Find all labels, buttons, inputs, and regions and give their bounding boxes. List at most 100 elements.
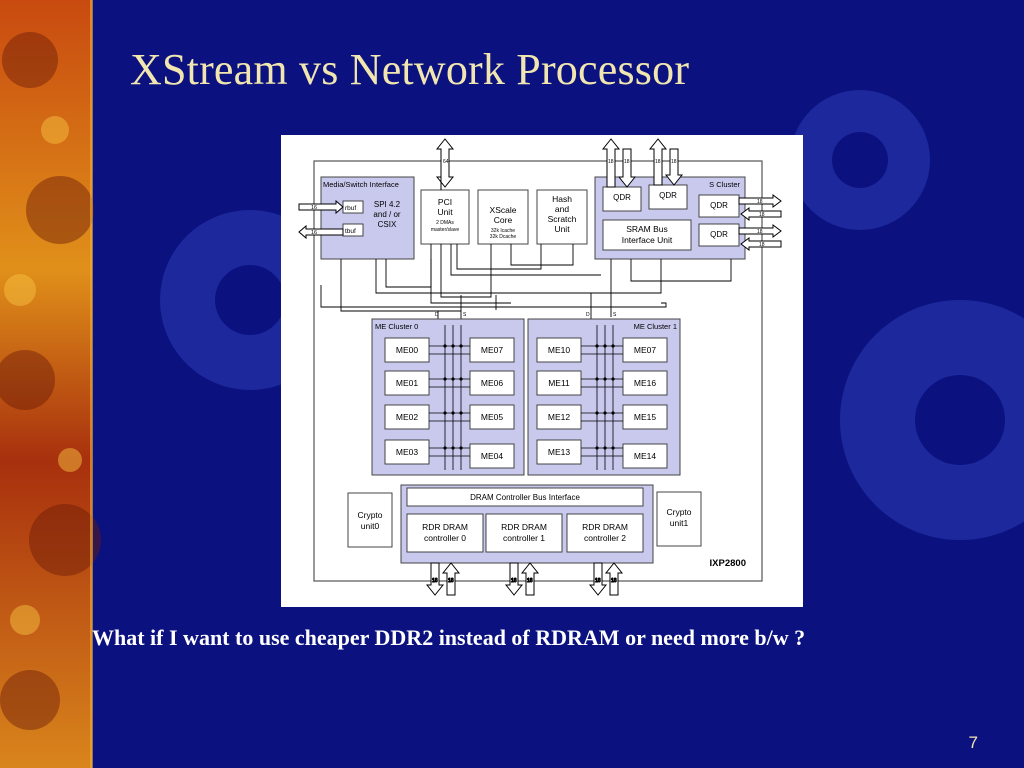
qdr-side-arrows xyxy=(738,194,782,251)
pci-label-4: master/slave xyxy=(431,227,460,233)
pci-bus-width: 64 xyxy=(443,159,449,165)
msf-bus-width-in: 16 xyxy=(311,205,317,211)
me-label: ME15 xyxy=(634,412,656,422)
tbuf-label: tbuf xyxy=(345,228,356,235)
me-label: ME05 xyxy=(481,412,503,422)
crypto-unit-0: Crypto unit0 xyxy=(347,492,393,548)
crypto-unit-1: Crypto unit1 xyxy=(656,491,702,547)
me-box xyxy=(536,439,582,465)
me-box xyxy=(622,443,668,469)
dram-controller-box xyxy=(406,513,484,553)
bus-label-d-1: D xyxy=(586,312,590,318)
sram-label-1: SRAM Bus xyxy=(626,224,668,234)
pci-label-1: PCI xyxy=(438,197,452,207)
qdr-label-4: QDR xyxy=(710,230,728,239)
me-label: ME01 xyxy=(396,378,418,388)
me-cluster-1-title: ME Cluster 1 xyxy=(634,322,677,331)
ixp2800-block-diagram: Media/Switch Interface SPI 4.2 and / or … xyxy=(281,135,803,607)
me-label: ME07 xyxy=(634,345,656,355)
xscale-label-3: 32k Icache xyxy=(491,228,515,234)
dram-bus-width: 18 xyxy=(527,578,533,584)
dram-controller-label-1: RDR DRAM xyxy=(501,522,547,532)
crypto1-label-1: Crypto xyxy=(666,507,691,517)
dram-controller-label-2: controller 2 xyxy=(584,533,626,543)
me-box xyxy=(384,404,430,430)
me-box xyxy=(469,370,515,396)
qdr-side-width-2: 18 xyxy=(759,212,765,218)
xscale-label-4: 32k Dcache xyxy=(490,234,517,240)
slide-title: XStream vs Network Processor xyxy=(130,45,690,94)
dram-controller-box xyxy=(566,513,644,553)
s-cluster: S Cluster QDR QDR QDR QDR SRAM Bus Inter… xyxy=(594,176,746,260)
me-box xyxy=(536,404,582,430)
me-box xyxy=(622,404,668,430)
me-bus-lines xyxy=(429,325,623,470)
me-label: ME12 xyxy=(548,412,570,422)
me-label: ME16 xyxy=(634,378,656,388)
dram-controller-label-1: RDR DRAM xyxy=(582,522,628,532)
spi-label-1: SPI 4.2 xyxy=(374,200,401,209)
msf-bus-width-out: 16 xyxy=(311,230,317,236)
me-box xyxy=(469,337,515,363)
qdr-bus-arrows xyxy=(601,138,684,188)
me-label: ME11 xyxy=(548,378,570,388)
s-cluster-title: S Cluster xyxy=(709,180,740,189)
dram-bus-width: 18 xyxy=(448,578,454,584)
spi-label-3: CSIX xyxy=(378,220,397,229)
qdr-bus-width-3: 18 xyxy=(655,159,661,165)
pci-bus-arrow xyxy=(435,138,455,190)
dram-arrow-down xyxy=(504,562,524,596)
sram-label-2: Interface Unit xyxy=(622,235,673,245)
msf-bus-arrows xyxy=(298,199,344,240)
qdr-box-1 xyxy=(602,186,642,212)
qdr-label-2: QDR xyxy=(659,191,677,200)
hash-label-1: Hash xyxy=(552,194,572,204)
sram-bus-interface-box xyxy=(602,219,692,251)
bus-label-s-1: S xyxy=(613,312,617,318)
me-label: ME14 xyxy=(634,451,656,461)
spi-label-2: and / or xyxy=(373,210,400,219)
me-cluster-0-title: ME Cluster 0 xyxy=(375,322,418,331)
rbuf-label: rbuf xyxy=(345,205,356,212)
me-label: ME03 xyxy=(396,447,418,457)
me-box xyxy=(622,337,668,363)
qdr-bus-width-1: 18 xyxy=(608,159,614,165)
me-box xyxy=(622,370,668,396)
me-box xyxy=(536,337,582,363)
pci-unit: PCI Unit 2 DMAs master/slave xyxy=(420,189,470,245)
chip-border xyxy=(313,160,763,582)
hash-label-3: Scratch xyxy=(548,214,577,224)
media-switch-interface: Media/Switch Interface SPI 4.2 and / or … xyxy=(320,176,415,260)
chip-label: IXP2800 xyxy=(710,558,746,569)
qdr-bus-width-4: 18 xyxy=(671,159,677,165)
crypto1-label-2: unit1 xyxy=(670,518,689,528)
block-diagram-svg: Media/Switch Interface SPI 4.2 and / or … xyxy=(298,138,782,596)
dram-arrow-up xyxy=(604,562,624,596)
qdr-box-2 xyxy=(648,184,688,210)
me-label: ME02 xyxy=(396,412,418,422)
hash-scratch-unit: Hash and Scratch Unit xyxy=(536,189,588,245)
internal-bus-lines xyxy=(320,244,732,325)
me-box xyxy=(536,370,582,396)
me-label: ME10 xyxy=(548,345,570,355)
me-label: ME13 xyxy=(548,447,570,457)
qdr-box-4 xyxy=(698,223,740,247)
qdr-side-width-1: 18 xyxy=(757,199,763,205)
me-box xyxy=(384,439,430,465)
xscale-label-1: XScale xyxy=(490,205,517,215)
dram-controller-label-2: controller 0 xyxy=(424,533,466,543)
qdr-bus-width-2: 18 xyxy=(624,159,630,165)
dram-bus-interface-label: DRAM Controller Bus Interface xyxy=(470,493,580,502)
me-box xyxy=(384,337,430,363)
crypto0-label-2: unit0 xyxy=(361,521,380,531)
me-box xyxy=(384,370,430,396)
bus-label-s-0: S xyxy=(463,312,467,318)
hash-label-2: and xyxy=(555,204,569,214)
dram-bus-interface xyxy=(406,487,644,507)
dram-controller-label-2: controller 1 xyxy=(503,533,545,543)
qdr-side-width-4: 18 xyxy=(759,242,765,248)
dram-bus-width: 18 xyxy=(595,578,601,584)
qdr-box-3 xyxy=(698,194,740,218)
bus-label-d-0: D xyxy=(435,312,439,318)
